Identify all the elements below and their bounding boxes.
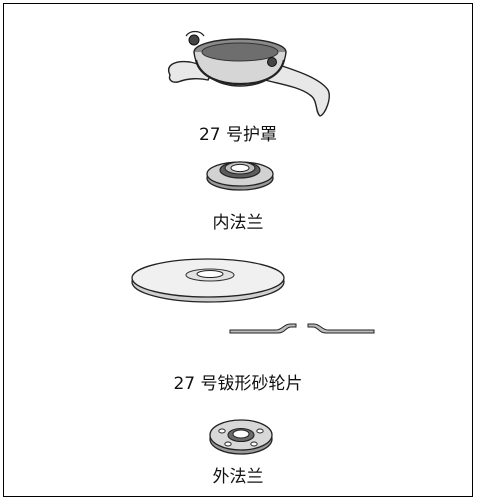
outer-flange-label: 外法兰 [212,467,264,487]
inner-flange-label: 内法兰 [212,213,264,233]
disc-illustration [131,258,285,303]
outer-flange-illustration [209,419,273,455]
inner-flange-illustration [206,161,274,191]
disc-cross-section [229,323,375,334]
guard-illustration [168,30,330,117]
guard-label: 27 号护罩 [198,125,278,145]
disc-label: 27 号钹形砂轮片 [173,374,303,394]
